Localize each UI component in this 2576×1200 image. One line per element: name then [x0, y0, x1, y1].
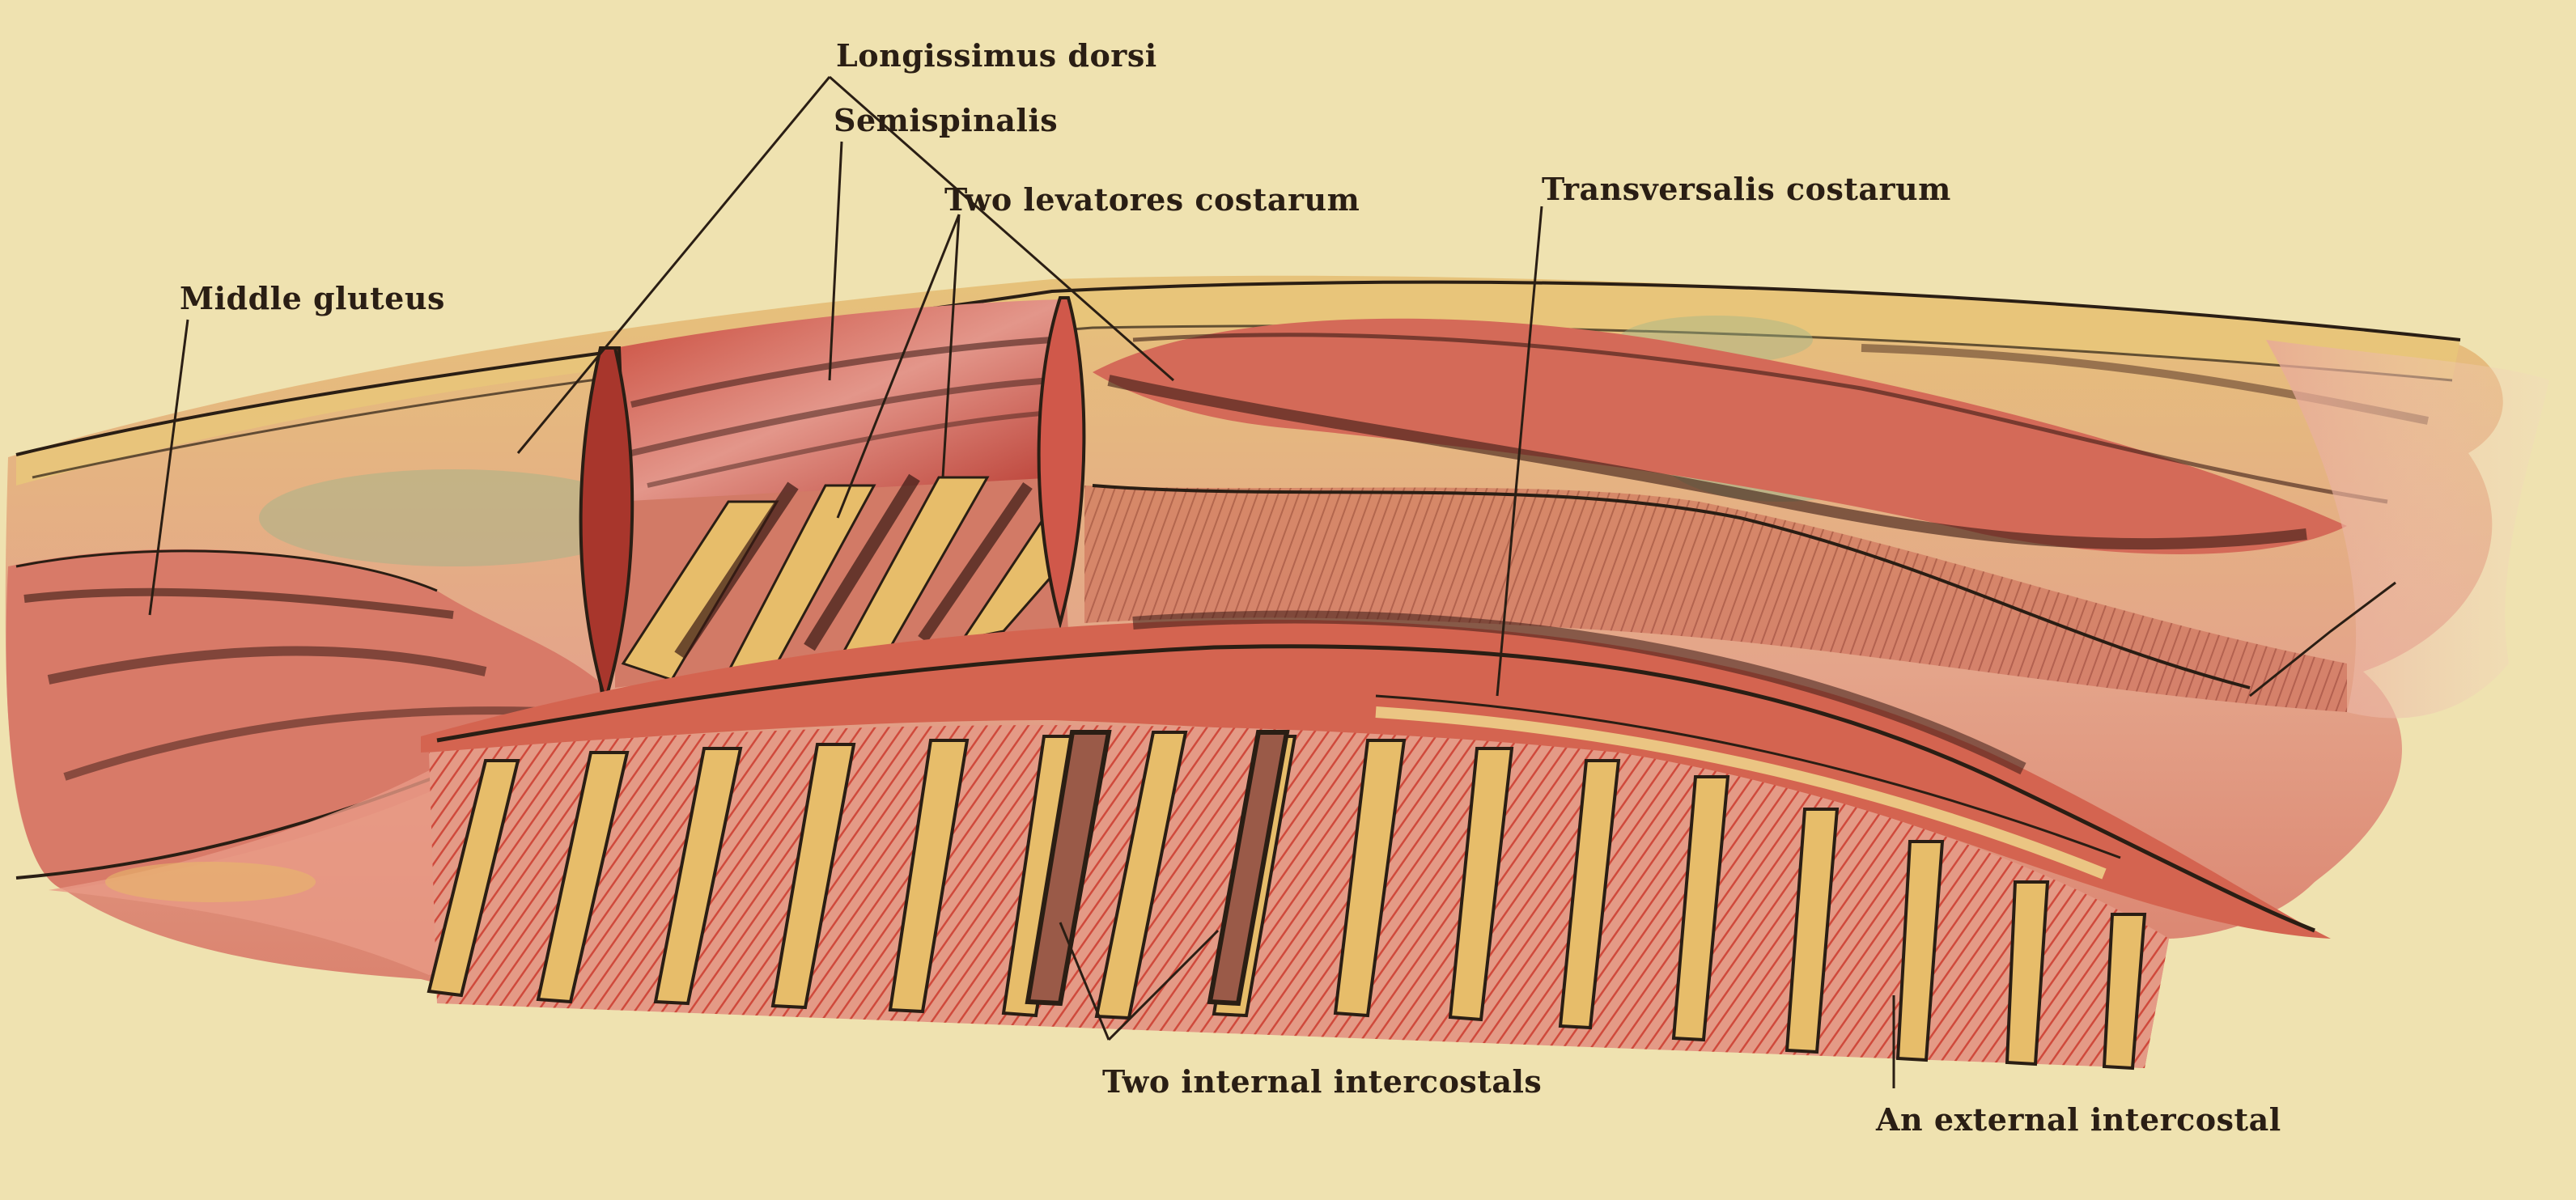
longissimus-cut-right [1037, 296, 1086, 630]
label-semispinalis: Semispinalis [834, 102, 1059, 138]
longissimus-dorsi-muscle [1093, 318, 2429, 554]
middle-gluteus-muscle [6, 549, 616, 890]
internal-intercostal-1 [1025, 730, 1112, 1007]
label-two-levatores-costarum: Two levatores costarum [944, 181, 1360, 218]
transversalis-costarum-muscle [421, 610, 2331, 939]
semispinalis-muscle [615, 299, 1068, 502]
rib-cage [427, 725, 2169, 1071]
label-middle-gluteus: Middle gluteus [180, 280, 445, 316]
label-longissimus-dorsi: Longissimus dorsi [836, 37, 1157, 74]
label-two-internal-intercostals: Two internal intercostals [1102, 1063, 1543, 1100]
leader-lines [148, 75, 1895, 1088]
dorsal-fascia [16, 282, 2460, 486]
internal-intercostal-2 [1207, 730, 1290, 1007]
levatores-window [615, 473, 1068, 688]
label-an-external-intercostal: An external intercostal [1876, 1101, 2281, 1138]
label-transversalis-costarum: Transversalis costarum [1542, 171, 1951, 207]
